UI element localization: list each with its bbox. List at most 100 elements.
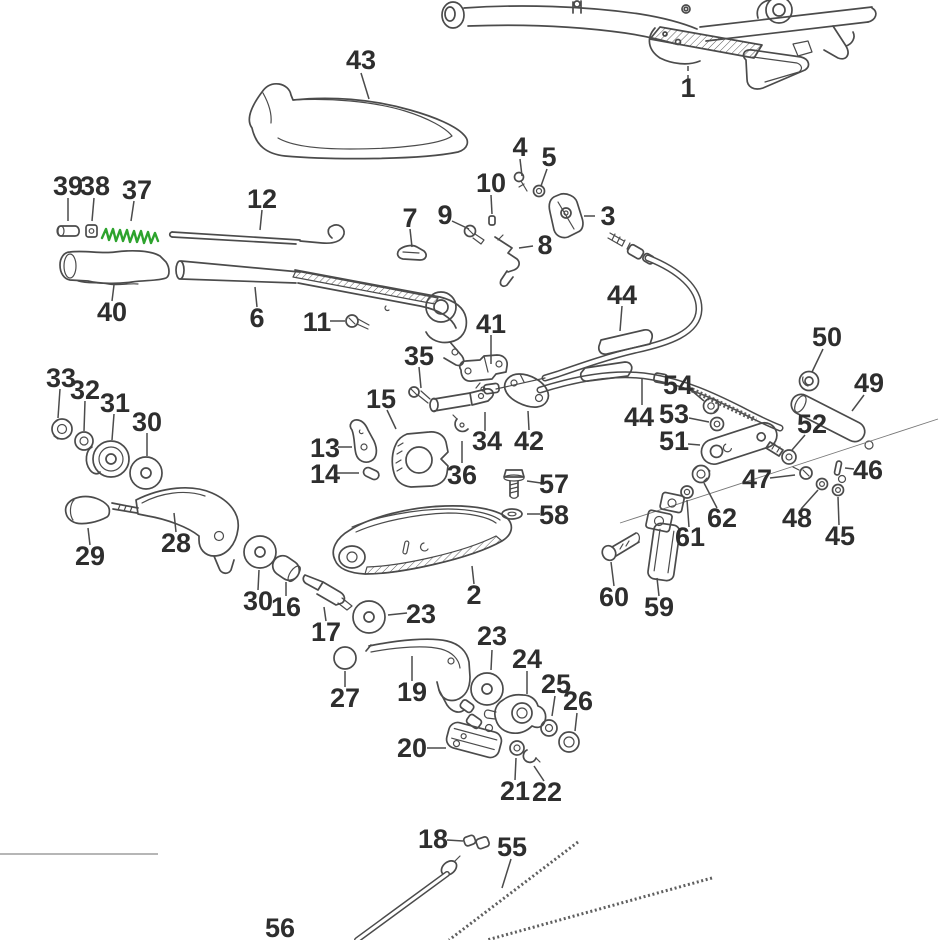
part-label-61: 61 — [675, 522, 705, 552]
leader-line-37 — [130, 200, 135, 222]
part-label-41: 41 — [476, 309, 506, 339]
part-label-47: 47 — [742, 464, 772, 494]
leader-line-5 — [540, 168, 548, 187]
part-label-34: 34 — [472, 426, 502, 456]
part-26-nut — [558, 731, 580, 753]
part-13-catch-plate — [349, 419, 378, 464]
part-45-grommet — [831, 474, 847, 497]
part-label-19: 19 — [397, 677, 427, 707]
leader-line-21 — [514, 757, 517, 781]
part-34-clevis-rod — [429, 382, 495, 413]
part-44-cable-rear — [536, 361, 784, 432]
part-label-44: 44 — [624, 402, 654, 432]
leader-line-10 — [490, 194, 493, 215]
leader-line-32 — [83, 400, 86, 432]
part-51-lever — [700, 421, 778, 466]
part-55-cable — [448, 840, 579, 940]
leader-line-54 — [690, 389, 705, 402]
part-61-ring — [680, 485, 694, 499]
part-2-cover-plate — [332, 505, 513, 575]
part-label-40: 40 — [97, 297, 127, 327]
part-label-20: 20 — [397, 733, 427, 763]
part-label-4: 4 — [512, 132, 527, 162]
part-label-16: 16 — [271, 592, 301, 622]
part-43-boot — [248, 82, 469, 160]
part-label-2: 2 — [466, 580, 481, 610]
part-30-washer-lower — [243, 535, 277, 569]
part-label-1: 1 — [680, 73, 695, 103]
part-8-release-rod — [494, 234, 520, 288]
part-label-23: 23 — [477, 621, 507, 651]
part-58-oval-washer — [501, 508, 523, 520]
leader-line-25 — [551, 695, 556, 717]
part-label-43: 43 — [346, 45, 376, 75]
part-label-7: 7 — [402, 203, 417, 233]
part-label-12: 12 — [247, 184, 277, 214]
leader-line-28 — [173, 512, 177, 533]
leader-line-43 — [360, 72, 370, 100]
part-label-30: 30 — [243, 586, 273, 616]
leader-line-33 — [57, 388, 61, 419]
part-label-37: 37 — [122, 175, 152, 205]
part-23-washer-upper — [352, 600, 386, 634]
part-label-29: 29 — [75, 541, 105, 571]
part-label-22: 22 — [532, 777, 562, 807]
leader-line-44 — [619, 305, 623, 332]
part-7-clip — [396, 244, 427, 261]
part-label-57: 57 — [539, 469, 569, 499]
part-47-bolt — [792, 466, 813, 480]
leader-line-40 — [111, 284, 115, 302]
part-label-31: 31 — [100, 388, 130, 418]
part-12-pull-rod — [168, 224, 345, 245]
part-18-cable-end-fittings — [462, 834, 491, 850]
part-label-52: 52 — [797, 409, 827, 439]
part-23-washer-lower — [470, 672, 504, 706]
part-label-32: 32 — [70, 375, 100, 405]
part-label-25: 25 — [541, 669, 571, 699]
leader-line-52 — [791, 434, 806, 451]
part-label-42: 42 — [514, 426, 544, 456]
part-6-hand-lever — [175, 260, 468, 367]
part-label-30: 30 — [132, 407, 162, 437]
part-41-bracket — [458, 354, 508, 382]
part-37-spring-highlighted — [100, 227, 160, 245]
part-label-23: 23 — [406, 599, 436, 629]
part-label-18: 18 — [418, 824, 448, 854]
leader-line-57 — [526, 480, 542, 484]
leader-line-45 — [837, 496, 840, 526]
part-50-ring — [798, 370, 820, 392]
part-53-washer — [709, 416, 725, 432]
part-21-washer — [509, 740, 525, 756]
part-label-21: 21 — [500, 776, 530, 806]
part-label-5: 5 — [541, 142, 556, 172]
leader-line-60 — [610, 561, 615, 587]
part-1-handbrake-assembly — [441, 0, 877, 90]
leader-line-47 — [769, 474, 796, 479]
part-27-ball — [333, 646, 357, 670]
part-label-17: 17 — [311, 617, 341, 647]
cable-sleeve — [597, 329, 654, 355]
leader-line-35 — [418, 366, 422, 389]
part-14-pin — [362, 466, 380, 481]
leader-line-42 — [527, 410, 530, 431]
leader-line-61 — [686, 499, 690, 528]
part-40-grip — [59, 249, 170, 286]
leader-line-30 — [257, 569, 260, 591]
leader-line-4 — [519, 158, 523, 177]
part-label-3: 3 — [600, 201, 615, 231]
leader-line-49 — [851, 394, 865, 412]
part-label-26: 26 — [563, 686, 593, 716]
leader-line-7 — [409, 228, 413, 248]
part-36-circlip — [452, 414, 469, 433]
part-42-cam-lever — [503, 373, 550, 408]
rear-cable — [486, 876, 713, 940]
part-60-bolt — [601, 532, 640, 562]
part-35-screw — [408, 386, 431, 404]
part-label-60: 60 — [599, 582, 629, 612]
leader-line-46 — [844, 467, 855, 470]
leader-line-31 — [111, 413, 115, 441]
part-label-54: 54 — [663, 370, 693, 400]
